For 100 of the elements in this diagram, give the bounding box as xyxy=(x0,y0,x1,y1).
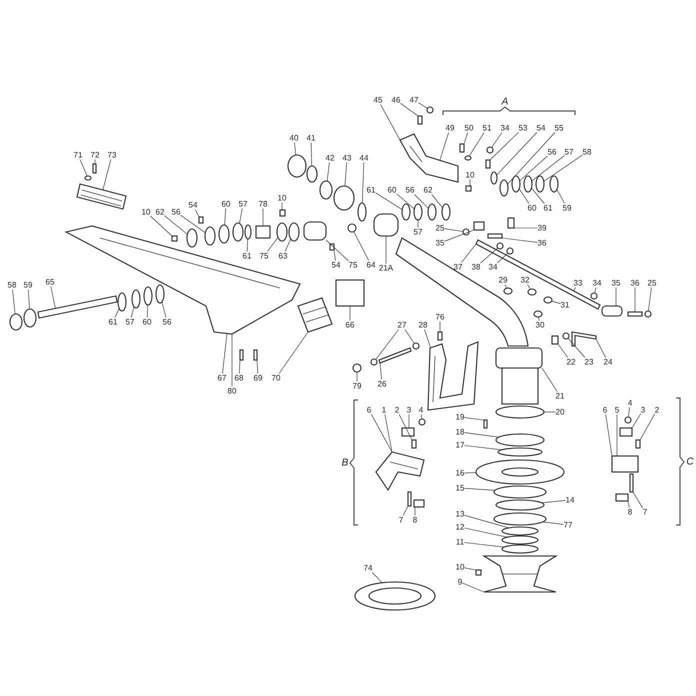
callout-number: 51 xyxy=(482,124,492,132)
nut xyxy=(347,223,357,233)
ring xyxy=(413,203,423,221)
callout-number: 61 xyxy=(544,204,552,212)
leader-line xyxy=(464,417,484,420)
ring xyxy=(535,175,545,193)
leader-line xyxy=(114,308,120,318)
leader-line xyxy=(418,102,428,109)
callout-number: 33 xyxy=(574,278,582,288)
callout-number: 62 xyxy=(424,186,432,194)
screw xyxy=(329,243,335,251)
callout-number: 19 xyxy=(456,412,464,422)
leader-line xyxy=(544,154,583,182)
grease-nipple xyxy=(279,209,286,217)
nut xyxy=(418,418,426,426)
callout-number: 45 xyxy=(374,96,382,104)
leader-line xyxy=(440,132,449,161)
leader-line xyxy=(384,414,392,452)
group-letter: C xyxy=(686,456,694,468)
leader-line xyxy=(616,414,618,456)
nut xyxy=(426,106,434,114)
leader-line xyxy=(414,506,416,516)
callout-number: 57 xyxy=(126,318,134,326)
ring xyxy=(232,222,244,242)
callout-number: 55 xyxy=(554,124,564,132)
callout-number: 64 xyxy=(366,260,376,270)
callout-number: 60 xyxy=(142,318,152,326)
ring xyxy=(490,171,498,185)
counterweight-plate xyxy=(76,183,127,210)
leader-line xyxy=(326,240,349,262)
leader-line xyxy=(28,289,30,310)
callout-number: 41 xyxy=(306,134,316,142)
callout-number: 9 xyxy=(458,578,462,586)
leader-line xyxy=(444,228,464,232)
leader-line xyxy=(632,413,642,428)
leader-line xyxy=(507,132,556,184)
base-flange xyxy=(475,459,565,485)
ring xyxy=(501,526,539,536)
clevis xyxy=(473,221,485,231)
callout-number: 22 xyxy=(566,358,576,366)
callout-number: 73 xyxy=(108,150,116,160)
leader-line xyxy=(362,162,364,204)
bearing xyxy=(493,512,547,526)
nut xyxy=(370,358,378,366)
leader-line xyxy=(531,188,545,204)
callout-number: 24 xyxy=(604,358,612,366)
bolt xyxy=(92,163,97,174)
leader-line xyxy=(162,302,166,318)
callout-number: 15 xyxy=(456,484,464,492)
callout-number: 10 xyxy=(142,208,150,216)
leader-line xyxy=(164,215,188,235)
leader-line xyxy=(414,194,429,209)
ring xyxy=(357,202,367,222)
leader-line xyxy=(464,515,510,528)
callout-number: 8 xyxy=(628,508,632,516)
callout-number: 6 xyxy=(366,406,372,414)
bearing xyxy=(493,485,547,499)
leader-line xyxy=(490,132,519,160)
nut xyxy=(506,247,514,255)
leader-line xyxy=(402,506,408,516)
callout-number: 17 xyxy=(456,440,464,450)
leader-line xyxy=(461,244,476,263)
leader-line xyxy=(224,208,226,226)
nut xyxy=(533,310,543,318)
ring xyxy=(117,292,127,312)
leader-line xyxy=(556,189,565,204)
callout-number: 79 xyxy=(352,382,362,390)
callout-number: 32 xyxy=(520,276,530,284)
nut xyxy=(352,363,362,373)
leader-line xyxy=(356,372,358,382)
callout-number: 62 xyxy=(156,208,164,216)
leader-line xyxy=(464,132,468,144)
leader-line xyxy=(256,360,258,374)
nut xyxy=(644,310,652,318)
group-letter: B xyxy=(342,458,348,468)
leader-line xyxy=(542,368,558,392)
leader-line xyxy=(408,414,410,428)
ring xyxy=(204,226,216,246)
leader-line xyxy=(262,208,264,226)
leader-line xyxy=(376,329,399,360)
wear-pad xyxy=(297,297,333,333)
callout-number: 60 xyxy=(388,186,396,194)
bolt xyxy=(459,143,465,153)
boom-arm xyxy=(64,225,301,335)
pin xyxy=(635,439,641,449)
callout-number: 11 xyxy=(456,538,464,546)
ring xyxy=(155,284,165,304)
bolt xyxy=(239,349,244,361)
callout-number: 44 xyxy=(360,154,368,162)
callout-number: 56 xyxy=(162,318,172,326)
callout-number: 28 xyxy=(418,320,428,330)
callout-number: 80 xyxy=(228,386,236,396)
callout-number: 10 xyxy=(456,562,464,572)
bolt xyxy=(253,349,258,361)
leader-line xyxy=(421,414,422,420)
grease-nipple xyxy=(171,235,178,242)
callout-number: 4 xyxy=(628,398,632,408)
elbow-housing xyxy=(495,347,543,369)
ring xyxy=(495,499,545,511)
callout-number: 57 xyxy=(564,148,574,156)
